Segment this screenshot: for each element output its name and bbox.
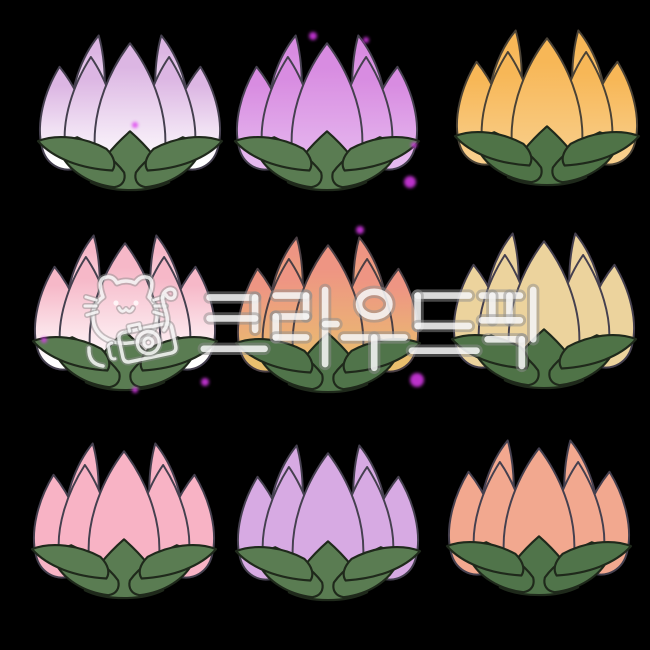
lotus-flower-wheat-tan-lotus: [446, 208, 642, 392]
lotus-leaf: [453, 131, 533, 167]
magenta-artifact: [356, 226, 364, 234]
lotus-leaf: [138, 544, 218, 580]
lotus-flower-peach-yellow-lotus: [230, 212, 426, 396]
lotus-flower-orchid-purple-lotus: [229, 10, 425, 194]
lavender-white-lotus-illustration: [36, 34, 224, 192]
pink-white-lotus-illustration: [31, 234, 219, 392]
magenta-artifact: [201, 378, 209, 386]
lotus-leaf: [341, 136, 421, 172]
lotus-leaf: [561, 131, 641, 167]
magenta-artifact: [411, 142, 417, 148]
pink-lotus-illustration: [30, 442, 218, 600]
golden-orange-lotus-illustration: [453, 29, 641, 187]
lotus-leaf: [342, 546, 422, 582]
orchid-purple-lotus-illustration: [233, 34, 421, 192]
lotus-leaf: [30, 544, 110, 580]
magenta-artifact: [363, 37, 369, 43]
salmon-lotus-illustration: [445, 439, 633, 597]
lotus-leaf: [36, 136, 116, 172]
lotus-flower-pink-lotus: [26, 418, 222, 602]
magenta-artifact: [41, 337, 47, 343]
lilac-purple-lotus-illustration: [234, 444, 422, 602]
lotus-flower-salmon-lotus: [441, 415, 637, 599]
magenta-artifact: [132, 387, 138, 393]
lotus-leaf: [233, 136, 313, 172]
lotus-flower-lavender-white-lotus: [32, 10, 228, 194]
lotus-leaf: [445, 541, 525, 577]
wheat-tan-lotus-illustration: [450, 232, 638, 390]
lotus-leaf: [234, 546, 314, 582]
lotus-leaf: [144, 136, 224, 172]
lotus-flower-lilac-purple-lotus: [230, 420, 426, 604]
magenta-artifact: [404, 176, 416, 188]
magenta-artifact: [309, 32, 317, 40]
lotus-flower-golden-orange-lotus: [449, 5, 645, 189]
lotus-leaf: [558, 334, 638, 370]
magenta-artifact: [132, 122, 138, 128]
peach-yellow-lotus-illustration: [234, 236, 422, 394]
magenta-artifact: [410, 373, 424, 387]
lotus-leaf: [553, 541, 633, 577]
lotus-flower-pink-white-lotus: [27, 210, 223, 394]
